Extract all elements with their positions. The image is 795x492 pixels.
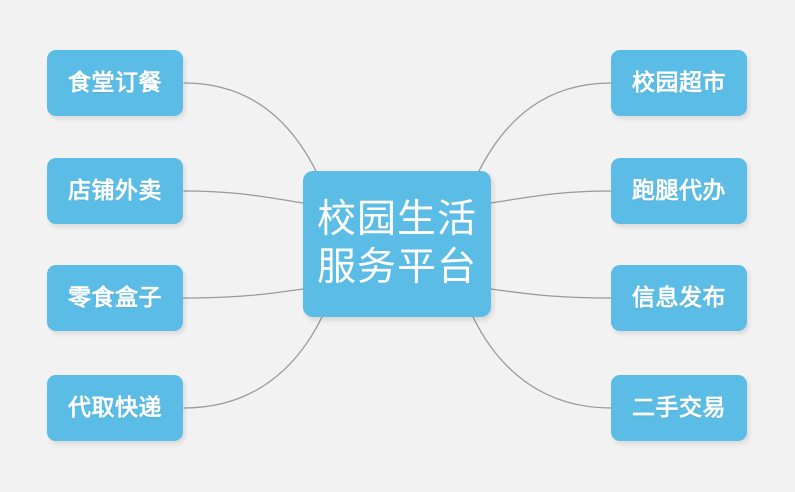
connector-left-1 [183, 82, 317, 172]
center-node[interactable]: 校园生活 服务平台 [303, 171, 491, 317]
connector-right-4 [472, 316, 612, 409]
node-label: 代取快递 [68, 394, 162, 421]
node-label: 食堂订餐 [68, 69, 162, 96]
node-parcel-pickup[interactable]: 代取快递 [47, 375, 183, 441]
center-node-line-1: 校园生活 [316, 197, 477, 243]
node-secondhand-trade[interactable]: 二手交易 [611, 375, 747, 441]
connector-right-3 [490, 288, 612, 299]
connector-right-2 [490, 190, 612, 204]
node-canteen-ordering[interactable]: 食堂订餐 [47, 50, 183, 116]
connector-left-2 [183, 190, 304, 204]
connector-right-1 [478, 82, 612, 172]
node-errand-service[interactable]: 跑腿代办 [611, 158, 747, 224]
node-label: 跑腿代办 [632, 177, 726, 204]
connector-left-3 [181, 288, 304, 299]
node-label: 校园超市 [632, 69, 726, 96]
connector-left-4 [183, 316, 323, 409]
node-label: 零食盒子 [68, 284, 162, 311]
node-label: 店铺外卖 [68, 177, 162, 204]
node-shop-takeout[interactable]: 店铺外卖 [47, 158, 183, 224]
center-node-line-2: 服务平台 [316, 245, 477, 290]
node-snack-box[interactable]: 零食盒子 [47, 265, 183, 331]
node-info-publishing[interactable]: 信息发布 [611, 265, 747, 331]
node-campus-supermarket[interactable]: 校园超市 [611, 50, 747, 116]
node-label: 二手交易 [632, 394, 726, 421]
node-label: 信息发布 [632, 284, 726, 311]
